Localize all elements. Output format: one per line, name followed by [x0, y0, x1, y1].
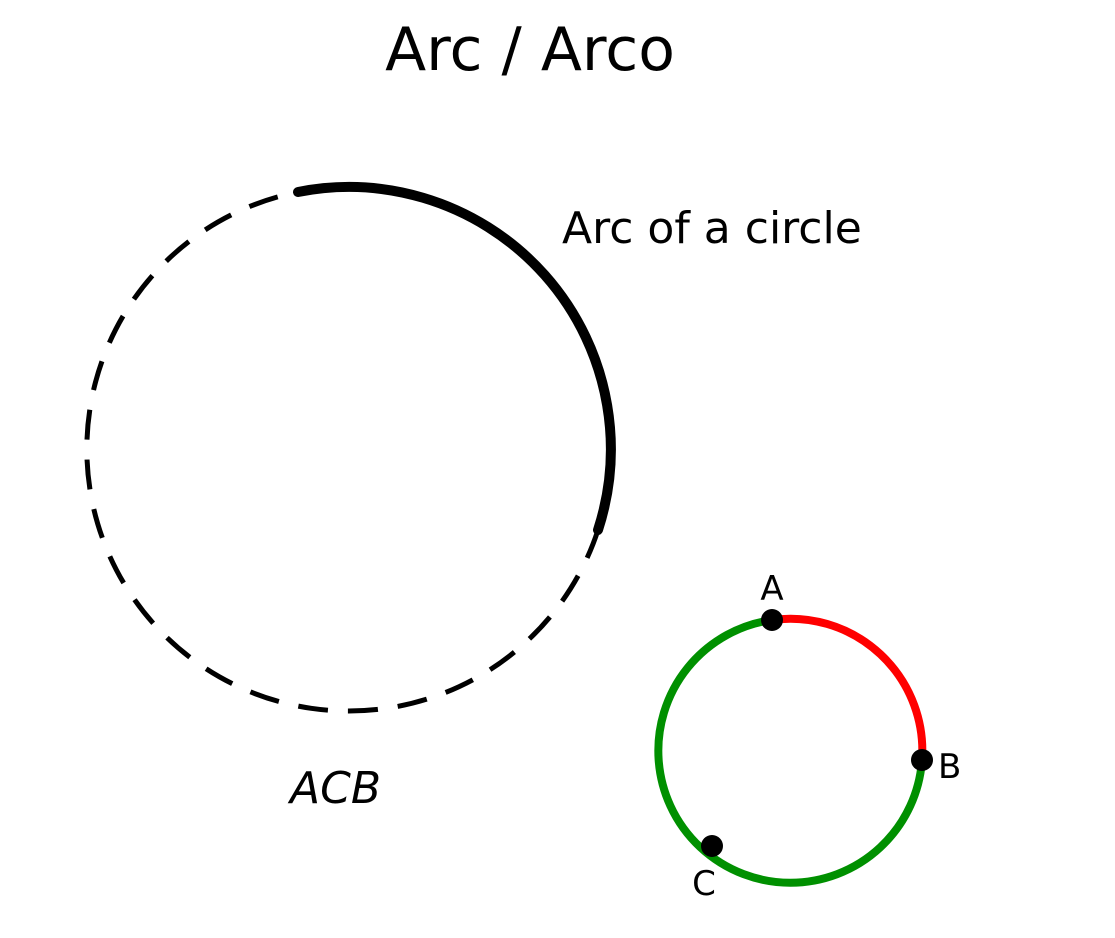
arc-notation: ACB [287, 763, 381, 814]
small-circle [654, 614, 927, 887]
major-arc-bca [654, 616, 926, 887]
point-c-label: C [692, 864, 716, 904]
point-b-label: B [938, 747, 961, 787]
point-a-label: A [760, 569, 783, 609]
point-c [701, 835, 723, 857]
arc-caption: Arc of a circle [562, 203, 862, 254]
diagram-title: Arc / Arco [385, 15, 675, 85]
large-circle [84, 182, 616, 714]
point-a [761, 609, 783, 631]
point-b [911, 749, 933, 771]
large-circle-highlighted-arc [293, 182, 616, 535]
large-circle-dashed-remainder [84, 189, 601, 714]
minor-arc-ab [771, 614, 927, 761]
